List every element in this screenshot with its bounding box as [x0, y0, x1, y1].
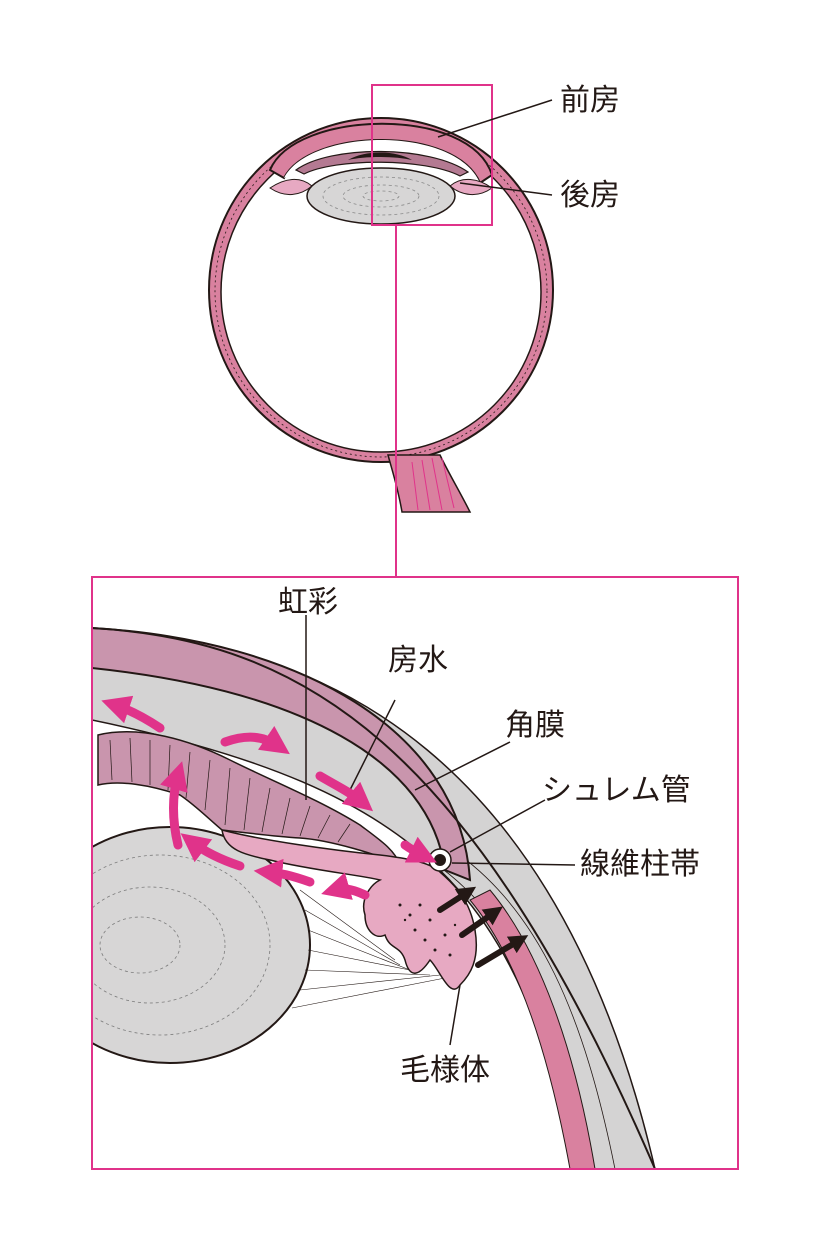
flow-arrow: [160, 761, 188, 850]
flow-arrow: [400, 836, 437, 863]
magnified-anterior-segment: 虹彩 房水 角膜 シュレム管 線維柱帯 毛様体: [91, 576, 739, 1170]
drainage-arrow: [459, 906, 503, 938]
lens-overview: [306, 167, 456, 225]
label-schlemm-canal: シュレム管: [542, 773, 691, 808]
flow-arrow: [253, 858, 315, 888]
label-ciliary-body: 毛様体: [400, 1053, 490, 1088]
label-anterior-chamber: 前房: [560, 83, 620, 118]
zoom-frame: [91, 576, 739, 1170]
label-cornea: 角膜: [505, 708, 565, 743]
drainage-arrow: [437, 886, 477, 913]
optic-nerve: [387, 454, 472, 513]
flow-arrow: [101, 695, 165, 733]
eyeball-overview: 前房 後房: [208, 83, 620, 577]
lens: [92, 826, 311, 1064]
label-aqueous-humor: 房水: [388, 643, 448, 678]
flow-arrow: [321, 872, 370, 900]
drainage-arrows: [437, 886, 529, 968]
label-iris: 虹彩: [278, 585, 338, 620]
flow-arrow: [315, 771, 374, 812]
iris-overview: [294, 150, 470, 177]
flow-arrow: [220, 725, 290, 755]
zoom-region-box: [371, 84, 493, 226]
aqueous-flow-arrows: [101, 695, 437, 900]
label-trabecular-meshwork: 線維柱帯: [580, 847, 700, 882]
drainage-arrow: [475, 935, 529, 968]
zonule-fibers: [291, 889, 446, 1009]
flow-arrow: [180, 833, 245, 871]
label-posterior-chamber: 後房: [560, 178, 620, 213]
